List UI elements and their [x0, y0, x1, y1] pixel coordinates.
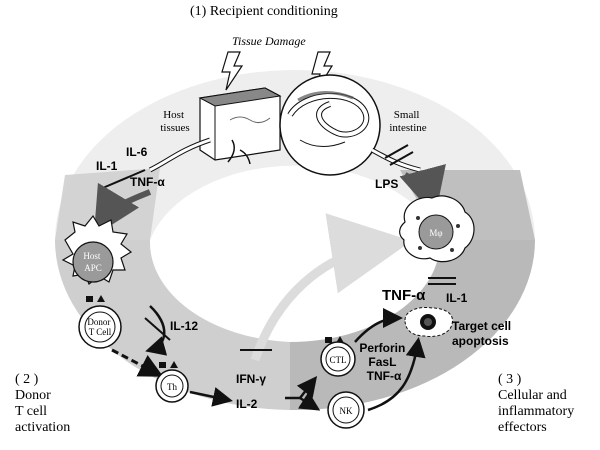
ctl-cell: CTL [320, 336, 356, 377]
il6-label: IL-6 [126, 145, 148, 159]
host-tissue-block [148, 87, 282, 173]
svg-text:Host APC: Host APC [83, 251, 102, 273]
host-apc-cell: Host APC [61, 214, 133, 285]
inhibition-bar [389, 151, 414, 166]
tnfa-top-label: TNF-α [130, 175, 165, 189]
arrow-tcell-to-th [111, 348, 164, 377]
inhibition-bar [384, 144, 409, 159]
svg-text:Th: Th [167, 382, 177, 392]
lightning-bolt-icon [221, 51, 244, 91]
phase3-label: ( 3 ) Cellular and inflammatory effector… [498, 372, 578, 435]
svg-text:Donor T Cell: Donor T Cell [87, 317, 112, 337]
arrow-to-nk [297, 391, 321, 411]
title-text: (1) Recipient conditioning [190, 4, 338, 19]
il1-right-label: IL-1 [446, 291, 468, 305]
tissue-damage-label: Tissue Damage [232, 34, 306, 48]
ifng-label: IFN-γ [236, 372, 266, 386]
arrow-to-apc [93, 182, 152, 237]
il12-label: IL-12 [170, 319, 198, 333]
arrow-ctl-to-target [354, 308, 403, 343]
arrow-ifn-to-macrophage [250, 213, 412, 362]
il2-label: IL-2 [236, 397, 258, 411]
svg-text:NK: NK [340, 406, 353, 416]
ring-left-segment [54, 240, 290, 410]
svg-text:Mφ: Mφ [429, 228, 442, 238]
th-cell: Th [155, 361, 189, 403]
host-tissues-label: Host tissues [160, 109, 189, 134]
il1-label: IL-1 [96, 159, 118, 173]
arrow-th-to-il2 [189, 387, 233, 407]
lps-label: LPS [375, 177, 398, 191]
phase2-label: ( 2 ) Donor T cell activation [15, 372, 70, 435]
target-cell [404, 307, 454, 337]
target-apoptosis-label: Target cell apoptosis [452, 319, 514, 348]
tnfa-right-label: TNF-α [382, 287, 426, 304]
macrophage-cell: Mφ [399, 195, 475, 263]
nk-cell: NK [327, 391, 365, 429]
arrow-il12 [145, 305, 168, 356]
svg-text:CTL: CTL [330, 355, 347, 365]
inhibition-bar [144, 317, 171, 341]
small-intestine-label: Small intestine [389, 109, 426, 134]
effector-molecules-label: Perforin FasL TNF-α [359, 341, 408, 383]
arrow-nk-to-target [367, 337, 426, 412]
donor-tcell: Donor T Cell [78, 295, 122, 349]
